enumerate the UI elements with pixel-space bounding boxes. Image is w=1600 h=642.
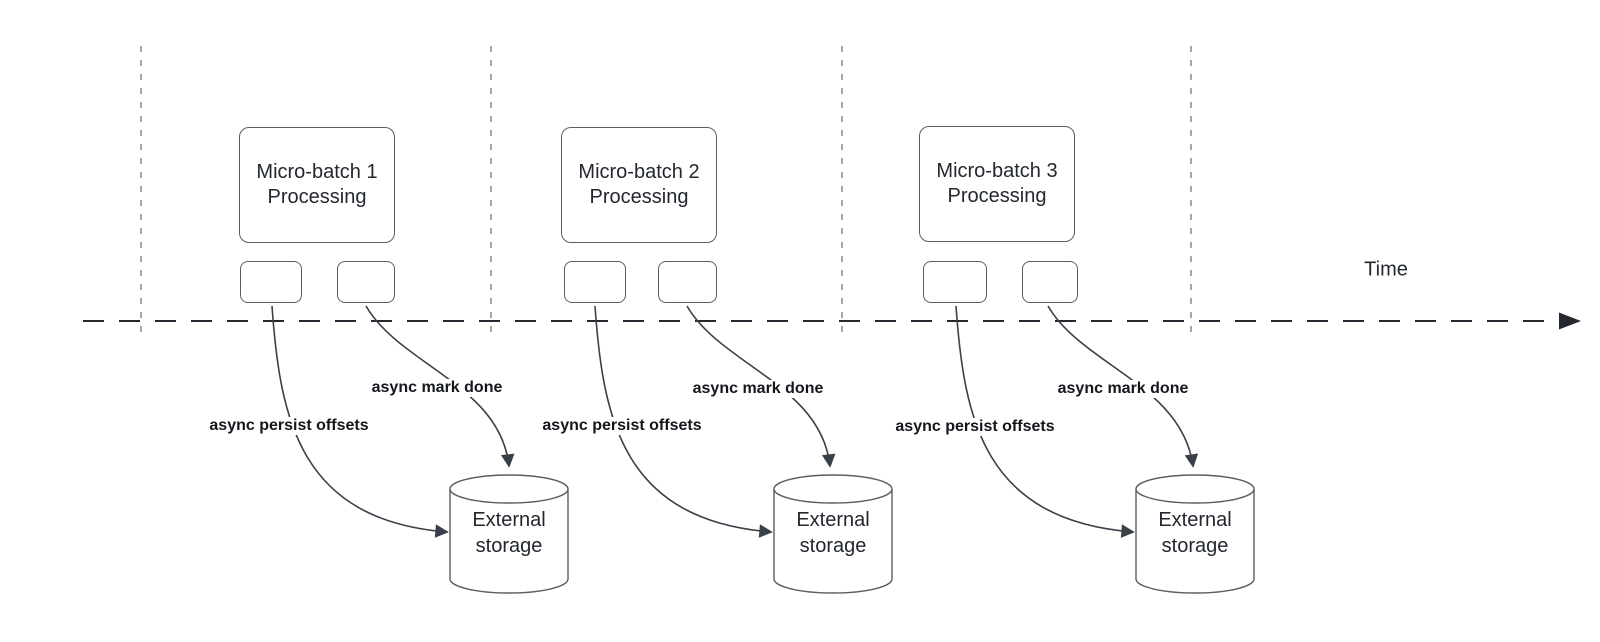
microbatch-2-title-line2: Processing (589, 186, 689, 208)
mark-done-label-2: async mark done (690, 380, 826, 398)
persist-offsets-arrow-2 (594, 305, 771, 532)
time-axis-arrowhead-icon (1559, 312, 1581, 330)
microbatch-2-task-box-b (658, 261, 717, 303)
microbatch-1-box: Micro-batch 1 Processing (239, 127, 395, 243)
storage-label-3-line1: External (1158, 509, 1232, 531)
persist-offsets-arrow-1 (271, 305, 447, 532)
time-axis-label: Time (1364, 258, 1408, 281)
microbatch-2-box: Micro-batch 2 Processing (561, 127, 717, 243)
persist-offsets-label-1: async persist offsets (207, 417, 371, 435)
mark-done-arrow-3 (1047, 305, 1193, 466)
persist-offsets-arrow-3 (955, 305, 1133, 532)
persist-offsets-label-3: async persist offsets (893, 418, 1057, 436)
microbatch-3-title-line2: Processing (947, 185, 1047, 207)
microbatch-3-box: Micro-batch 3 Processing (919, 126, 1075, 242)
microbatch-1-title-line2: Processing (267, 186, 367, 208)
mark-done-arrow-1 (365, 305, 509, 466)
storage-label-2-line2: storage (799, 535, 867, 557)
microbatch-3-title-line1: Micro-batch 3 (936, 160, 1058, 182)
storage-cylinder-2 (773, 474, 893, 594)
storage-label-3: External storage (1136, 507, 1254, 559)
mark-done-label-1: async mark done (369, 379, 505, 397)
microbatch-2-task-box-a (564, 261, 626, 303)
mark-done-label-3: async mark done (1055, 380, 1191, 398)
microbatch-3-task-box-a (923, 261, 987, 303)
storage-cylinder-3 (1135, 474, 1255, 594)
microbatch-1-title-line1: Micro-batch 1 (256, 161, 378, 183)
storage-label-2-line1: External (796, 509, 870, 531)
mark-done-arrow-2 (686, 305, 830, 466)
storage-label-1-line1: External (472, 509, 546, 531)
storage-label-1-line2: storage (475, 535, 543, 557)
microbatch-3-task-box-b (1022, 261, 1078, 303)
storage-label-3-line2: storage (1161, 535, 1229, 557)
microbatch-1-task-box-a (240, 261, 302, 303)
microbatch-2-title-line1: Micro-batch 2 (578, 161, 700, 183)
storage-label-2: External storage (774, 507, 892, 559)
storage-label-1: External storage (450, 507, 568, 559)
microbatch-1-task-box-b (337, 261, 395, 303)
persist-offsets-label-2: async persist offsets (540, 417, 704, 435)
storage-cylinder-1 (449, 474, 569, 594)
